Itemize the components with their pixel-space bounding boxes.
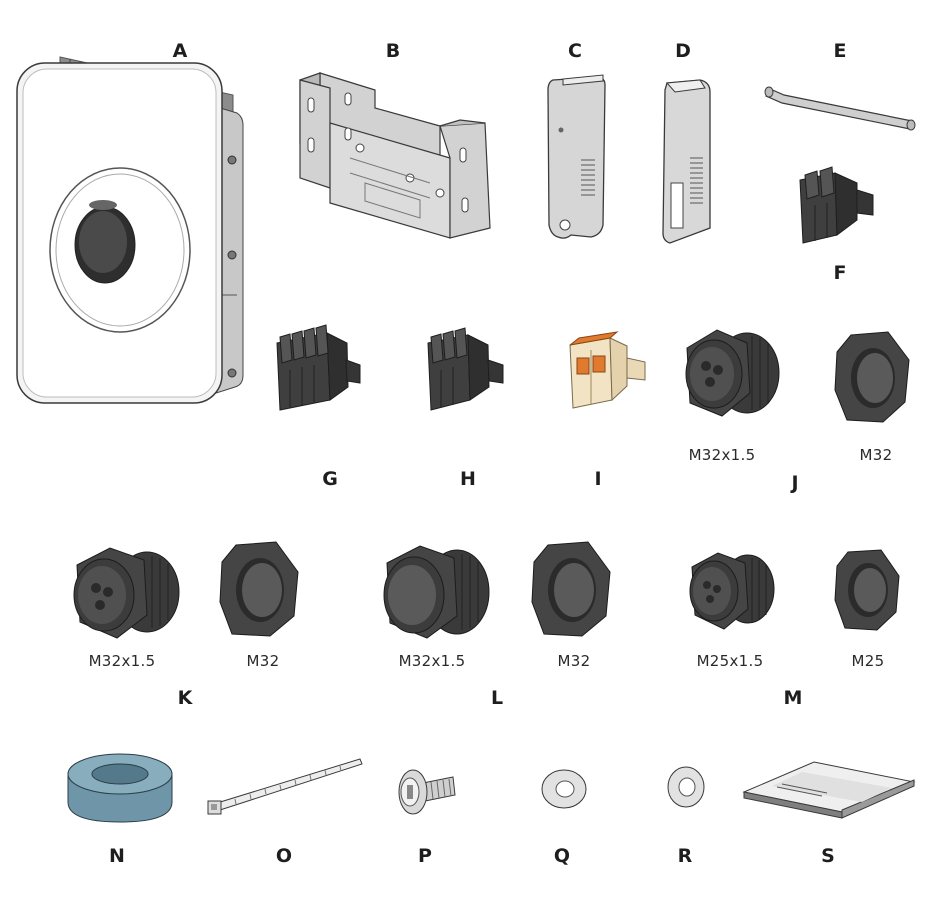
label-e: E: [833, 40, 847, 62]
size-k-nut: M32: [246, 652, 280, 670]
inverter-illustration: [15, 55, 250, 410]
cover-c-illustration: [543, 74, 613, 245]
ferrite-ring-illustration: [66, 752, 174, 824]
nut-m-illustration: [833, 548, 903, 633]
washer-r-illustration: [665, 765, 707, 810]
wall-bracket-illustration: [290, 68, 495, 248]
size-l-nut: M32: [557, 652, 591, 670]
terminal-g-illustration: [272, 324, 362, 415]
nut-k-illustration: [218, 540, 303, 640]
terminal-i-illustration: [565, 330, 650, 410]
size-j-nut: M32: [859, 446, 893, 464]
label-a: A: [172, 40, 188, 62]
label-k: K: [177, 687, 193, 709]
label-s: S: [821, 845, 835, 867]
size-l-gland: M32x1.5: [398, 652, 466, 670]
label-b: B: [385, 40, 401, 62]
label-i: I: [594, 468, 602, 490]
terminal-h-illustration: [423, 325, 508, 415]
label-l: L: [490, 687, 504, 709]
cable-gland-j-illustration: [672, 318, 787, 428]
size-m-gland: M25x1.5: [696, 652, 764, 670]
washer-q-illustration: [540, 768, 588, 810]
label-p: P: [418, 845, 432, 867]
screw-illustration: [395, 765, 460, 820]
cable-tie-illustration: [205, 755, 365, 825]
terminal-f-illustration: [795, 165, 875, 250]
label-f: F: [833, 262, 847, 284]
label-g: G: [322, 468, 338, 490]
size-k-gland: M32x1.5: [88, 652, 156, 670]
allen-key-illustration: [762, 85, 922, 135]
nut-l-illustration: [530, 540, 615, 640]
label-n: N: [109, 845, 125, 867]
label-r: R: [677, 845, 693, 867]
size-m-nut: M25: [851, 652, 885, 670]
nut-j-illustration: [833, 330, 913, 425]
size-j-gland: M32x1.5: [688, 446, 756, 464]
label-c: C: [568, 40, 582, 62]
cable-gland-k-illustration: [62, 540, 187, 645]
label-m: M: [783, 687, 803, 709]
documentation-illustration: [742, 752, 917, 822]
label-h: H: [460, 468, 476, 490]
label-o: O: [275, 845, 293, 867]
cable-gland-m-illustration: [680, 545, 780, 635]
label-d: D: [675, 40, 691, 62]
label-q: Q: [553, 845, 571, 867]
cover-d-illustration: [655, 78, 725, 248]
cable-gland-l-illustration: [372, 538, 497, 646]
label-j: J: [791, 472, 799, 494]
